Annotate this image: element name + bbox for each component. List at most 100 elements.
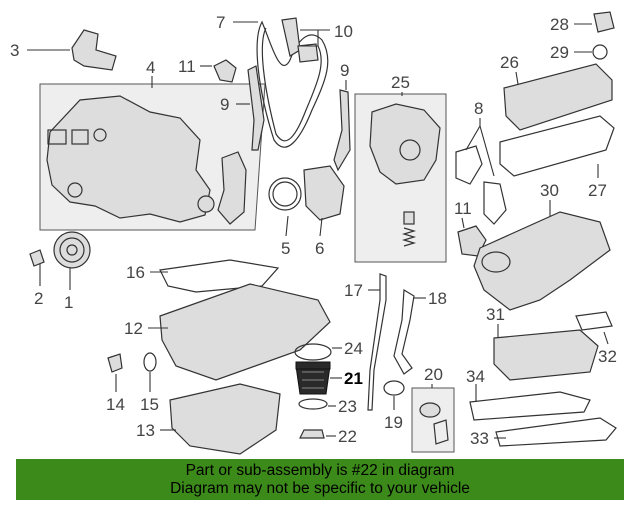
- leader-27: [515, 71, 519, 85]
- callout-25[interactable]: 24: [344, 339, 363, 358]
- chain-guide-left: [247, 65, 265, 151]
- part-21-box: [411, 387, 455, 453]
- callout-27[interactable]: 26: [500, 53, 519, 72]
- part-2-bolt: [29, 249, 45, 267]
- part-6-cover: [303, 165, 345, 221]
- timing-cover-seal-1: [47, 129, 67, 145]
- banner-line-2: Diagram may not be specific to your vehi…: [170, 480, 470, 497]
- part-8-gasket-right: [483, 181, 507, 225]
- part-22-oil-filter-top: [295, 361, 331, 370]
- leader-11: [461, 217, 465, 229]
- callout-35[interactable]: 34: [466, 367, 485, 386]
- callout-6[interactable]: 6: [315, 239, 324, 258]
- callout-12[interactable]: 11: [178, 57, 196, 76]
- banner-line-1: Part or sub-assembly is #22 in diagram: [185, 462, 455, 479]
- callout-20[interactable]: 19: [384, 413, 403, 432]
- callout-26[interactable]: 25: [391, 73, 410, 92]
- part-20-o-ring: [383, 380, 405, 396]
- part-8-gasket-left: [455, 145, 483, 185]
- callout-10[interactable]: 10: [334, 22, 353, 41]
- callout-17[interactable]: 16: [126, 263, 145, 282]
- timing-cover-port: [67, 182, 83, 198]
- relief-valve-spring: [401, 227, 417, 247]
- crank-pulley-hub: [66, 244, 78, 256]
- crank-pulley-groove: [59, 237, 85, 263]
- callout-23[interactable]: 22: [338, 427, 357, 446]
- part-23-drain-plug: [299, 429, 325, 439]
- timing-cover-bolt-hole: [93, 128, 107, 142]
- callout-33[interactable]: 32: [598, 347, 617, 366]
- part-18-dipstick: [367, 273, 387, 411]
- callout-3[interactable]: 3: [10, 41, 19, 60]
- timing-cover-seal-2: [71, 129, 89, 145]
- part-1-crank-pulley: [53, 231, 91, 269]
- timing-chain: [256, 20, 329, 148]
- callout-13[interactable]: 12: [124, 319, 143, 338]
- oil-pump-gear: [399, 139, 421, 161]
- part-14-oil-pan-lower: [169, 383, 281, 455]
- timing-cover-bracket: [217, 151, 247, 225]
- callout-34[interactable]: 33: [470, 429, 489, 448]
- relief-valve-plug: [403, 211, 415, 225]
- intake-throttle-port: [481, 251, 511, 273]
- callout-28[interactable]: 27: [588, 181, 607, 200]
- callout-7[interactable]: 7: [216, 13, 225, 32]
- timing-cover-group: [39, 83, 266, 231]
- callout-21[interactable]: 20: [424, 365, 443, 384]
- part-29-oil-cap: [593, 11, 615, 33]
- callout-2[interactable]: 2: [34, 289, 43, 308]
- part-5-seal: [268, 177, 302, 211]
- leader-33: [603, 331, 609, 345]
- callout-18[interactable]: 17: [344, 281, 363, 300]
- callout-8[interactable]: 8: [474, 99, 483, 118]
- leader-8: [465, 124, 495, 177]
- callout-9-right[interactable]: 9: [340, 61, 349, 80]
- callout-11[interactable]: 11: [454, 199, 472, 218]
- part-24-o-ring: [298, 398, 328, 410]
- callout-9-left[interactable]: 9: [220, 95, 229, 114]
- callout-5[interactable]: 5: [281, 239, 290, 258]
- leader-6: [319, 217, 323, 237]
- callout-29[interactable]: 28: [550, 15, 569, 34]
- part-30-seal: [592, 44, 608, 60]
- part-21-filter-element: [419, 402, 441, 418]
- callout-24[interactable]: 23: [338, 397, 357, 416]
- engine-parts-diagram: 3 4 7 11 9 10 9 25 8 26 28 29 27 30 11 5…: [10, 11, 617, 455]
- callout-19[interactable]: 18: [428, 289, 447, 308]
- timing-cover: [46, 95, 211, 223]
- timing-cover-pulley: [197, 195, 215, 213]
- info-banner: Part or sub-assembly is #22 in diagram D…: [16, 459, 624, 500]
- callout-15[interactable]: 14: [106, 395, 125, 414]
- leader-lines: [27, 21, 609, 439]
- part-16-plug: [143, 352, 157, 372]
- callout-labels: 3 4 7 11 9 10 9 25 8 26 28 29 27 30 11 5…: [10, 13, 617, 448]
- part-32-manifold: [493, 329, 599, 381]
- leader-10: [300, 29, 330, 47]
- part-25-seal: [294, 343, 332, 361]
- chain-tensioner: [297, 43, 319, 63]
- callout-32[interactable]: 31: [486, 305, 505, 324]
- leader-5: [285, 215, 289, 237]
- part-33-gasket: [575, 311, 613, 331]
- part-21-filter-cap: [433, 419, 449, 445]
- oil-pump: [369, 103, 441, 185]
- callout-22[interactable]: 21: [344, 369, 363, 388]
- callout-31[interactable]: 30: [540, 181, 559, 200]
- callout-1[interactable]: 1: [64, 293, 73, 312]
- valve-cover-gasket: [499, 115, 615, 177]
- part-12-tensioner: [213, 59, 237, 83]
- part-15-bolt: [107, 353, 123, 373]
- timing-chain-inner: [261, 27, 322, 142]
- valve-cover: [503, 63, 613, 131]
- part-34-gasket: [495, 417, 617, 447]
- callout-14[interactable]: 13: [136, 421, 155, 440]
- part-5-seal-inner: [272, 181, 298, 207]
- part-17-baffle: [159, 259, 280, 293]
- chain-guide-right: [333, 89, 351, 172]
- callout-30[interactable]: 29: [550, 43, 569, 62]
- callout-4[interactable]: 4: [146, 58, 155, 77]
- part-3-bracket: [71, 29, 117, 71]
- part-13-oil-pan-upper: [159, 283, 331, 381]
- callout-16[interactable]: 15: [140, 395, 159, 414]
